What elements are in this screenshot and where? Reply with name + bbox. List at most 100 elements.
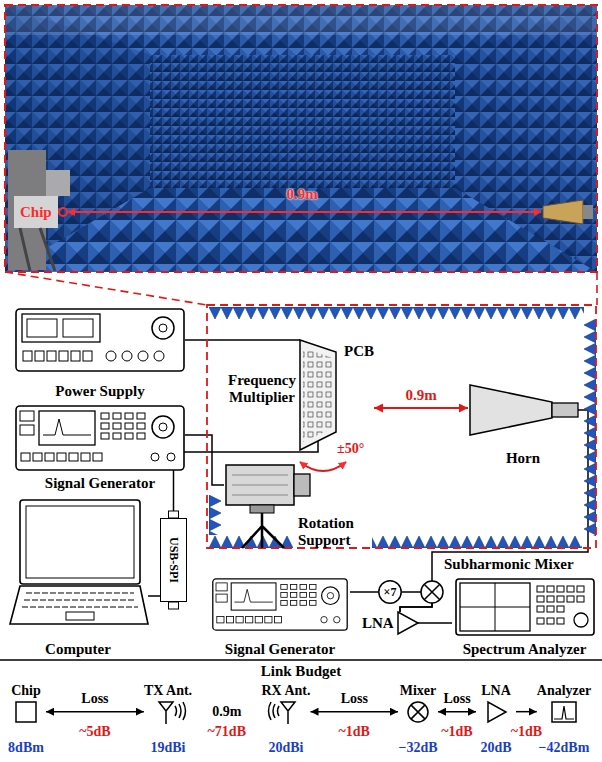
- multiplier-drawing: [226, 465, 294, 505]
- block-icon-shape: [554, 706, 574, 719]
- node-label: Horn: [506, 450, 540, 467]
- angle-label: ±50°: [337, 441, 364, 456]
- anechoic-chamber: [209, 495, 221, 535]
- usb-spi-box: USB-SPI: [160, 518, 187, 602]
- block-icon-shape: [16, 702, 36, 722]
- power-supply-drawing: [16, 309, 184, 371]
- node-label: Power Supply: [55, 383, 144, 400]
- signal-generator: Signal Generator: [15, 405, 185, 492]
- laptop-drawing: [22, 593, 138, 607]
- chamber-photo: [543, 200, 583, 224]
- block-icon: [148, 699, 188, 725]
- circle-outline: [379, 581, 401, 603]
- signal-generator-drawing: [16, 406, 184, 470]
- block-value: 20dB: [480, 740, 511, 756]
- amplifier-symbol: [398, 612, 418, 634]
- block-icon-shape: [408, 702, 428, 722]
- chamber-photo: [583, 205, 593, 219]
- chamber-photo: [14, 196, 58, 228]
- block-icon-shape: [159, 702, 186, 724]
- rx-antenna-block: RX Ant. 20dBi: [261, 683, 310, 755]
- block-name: Chip: [11, 683, 41, 699]
- tripod-drawing: [242, 513, 284, 548]
- edge-label: 0.9m: [404, 387, 437, 404]
- lna-block: LNA20dB: [476, 683, 516, 755]
- section-title: Link Budget: [261, 663, 341, 680]
- chamber-photo: [5, 5, 597, 35]
- laptop-drawing: [26, 506, 134, 578]
- connector: [174, 440, 319, 518]
- node-label: Rotation Support: [298, 515, 362, 549]
- multiplier-drawing: [232, 475, 288, 495]
- loss-value: ~5dB: [79, 724, 110, 739]
- block-icon-shape: [408, 702, 428, 722]
- horn-drawing: [470, 385, 552, 435]
- block-name: RX Ant.: [261, 683, 310, 699]
- block-icon-shape: [488, 702, 506, 722]
- edge-label: Loss: [80, 691, 109, 706]
- chamber-photo: [5, 5, 150, 272]
- section-divider: [0, 659, 602, 661]
- edge-label: Loss: [340, 691, 369, 706]
- laptop-drawing: [10, 500, 148, 624]
- block-name: Analyzer: [537, 683, 591, 699]
- pcb-drawing: [300, 340, 336, 450]
- block-icon-shape: [281, 702, 295, 724]
- multiplier-drawing: [226, 465, 310, 505]
- pcb-board: PCB: [300, 335, 374, 440]
- block-icon-shape: [175, 702, 186, 720]
- tripod-drawing: [242, 505, 284, 548]
- block-icon-shape: [552, 702, 576, 722]
- connector: [350, 591, 378, 593]
- chamber-photo: [46, 170, 70, 196]
- power-supply: Power Supply: [15, 308, 185, 400]
- multiplier-circle: ×7: [378, 580, 402, 604]
- block-value: −42dBm: [539, 740, 590, 756]
- horn-drawing: [552, 403, 578, 417]
- loss-value: ~71dB: [208, 724, 246, 739]
- block-value: 20dBi: [268, 740, 303, 756]
- loss-value: ~1dB: [511, 724, 542, 739]
- usb-connector: [169, 602, 179, 609]
- mixer-block: Mixer−32dB: [398, 683, 438, 755]
- block-name: TX Ant.: [144, 683, 192, 699]
- chamber-photo: [5, 5, 597, 272]
- connector: [374, 407, 468, 409]
- connector: [185, 339, 300, 341]
- chip-block: Chip8dBm: [6, 683, 46, 755]
- laptop-drawing: [20, 500, 140, 584]
- loss-value: ~1dB: [339, 724, 370, 739]
- chamber-photo: [150, 55, 455, 188]
- node-label: LNA: [362, 615, 394, 632]
- node-label: PCB: [344, 343, 374, 360]
- node-label: Computer: [45, 641, 111, 658]
- laptop-drawing: [66, 612, 94, 620]
- horn-drawing: [470, 385, 578, 435]
- distance-label: 0.9m: [212, 704, 241, 719]
- block-icon-shape: [552, 702, 576, 722]
- signal-generator: Signal Generator: [210, 575, 350, 658]
- spectrum-analyzer: Spectrum Analyzer: [452, 578, 597, 658]
- anechoic-chamber: [209, 307, 584, 319]
- block-value: −32dB: [398, 740, 437, 756]
- zoom-lines: [5, 272, 597, 305]
- pcb-drawing: [300, 340, 336, 450]
- tripod-drawing: [250, 505, 274, 513]
- multiplier-drawing: [294, 474, 310, 496]
- block-icon: [544, 699, 584, 725]
- node-label: Spectrum Analyzer: [463, 641, 587, 658]
- block-icon-shape: [488, 702, 506, 722]
- anechoic-chamber: [372, 536, 582, 548]
- block-icon-shape: [411, 705, 425, 719]
- block-value: 19dBi: [150, 740, 185, 756]
- chamber-photo: [5, 5, 597, 272]
- signal-generator-drawing: [213, 579, 347, 630]
- frequency-multiplier: Frequency Multiplier: [224, 372, 300, 510]
- tx-antenna-block: TX Ant. 19dBi: [144, 683, 192, 755]
- block-icon-shape: [268, 702, 295, 724]
- node-label: Signal Generator: [45, 475, 155, 492]
- chamber-photo: [59, 208, 67, 216]
- pcb-drawing: [303, 348, 333, 442]
- spectrum-analyzer-drawing: [456, 579, 594, 635]
